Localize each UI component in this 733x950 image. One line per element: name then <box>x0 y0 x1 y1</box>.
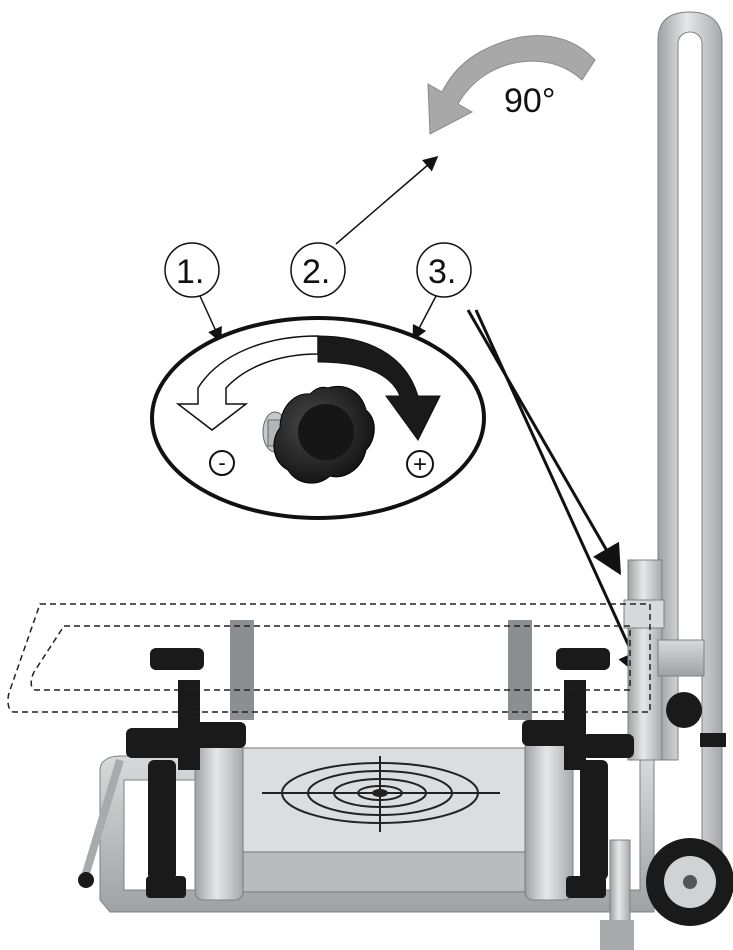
measuring-platform <box>78 620 733 950</box>
rotation-label: 90° <box>504 82 555 120</box>
plus-symbol: + <box>413 451 427 478</box>
step-3-marker: 3. <box>416 242 472 298</box>
leader-arrow-step-1 <box>199 295 222 343</box>
target-rings-icon <box>262 756 500 832</box>
push-handle <box>623 11 726 861</box>
handle-lock-knob <box>666 692 702 728</box>
raised-platform-outline <box>7 603 651 713</box>
knob-detail-callout: - + <box>150 316 486 520</box>
minus-symbol: - <box>218 450 225 475</box>
leader-arrow-step-3-long-b <box>474 309 646 681</box>
step-2-label: 2. <box>302 253 330 291</box>
handle-sleeve <box>627 559 663 761</box>
rotation-arrow-icon <box>427 35 596 135</box>
step-2-marker: 2. <box>290 242 346 298</box>
step-1-marker: 1. <box>164 242 220 298</box>
leader-arrow-step-3-long-a <box>466 309 621 576</box>
handle-clamp <box>657 639 705 677</box>
step-1-label: 1. <box>176 253 204 291</box>
plus-icon <box>406 450 434 478</box>
leveling-feet <box>126 648 634 898</box>
tighten-arrow-icon <box>317 335 441 441</box>
leader-arrow-step-2 <box>335 156 439 245</box>
wheel-icon <box>646 838 733 926</box>
leader-arrow-step-3 <box>412 295 437 341</box>
loosen-arrow-icon <box>175 335 319 431</box>
minus-icon <box>209 450 235 476</box>
step-3-label: 3. <box>428 253 456 291</box>
